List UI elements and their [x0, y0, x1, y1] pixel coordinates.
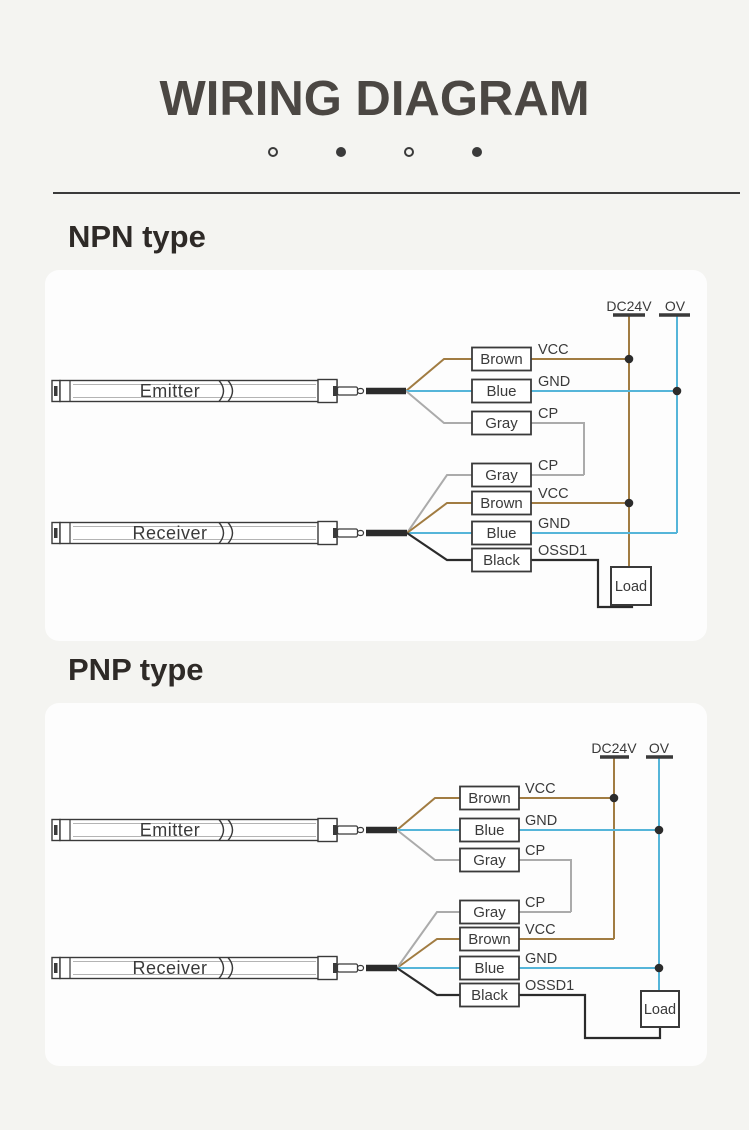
npn-receiver-brown-wire: [406, 502, 629, 534]
pnp-diagram: DC24V OV Emitter Receiver Brown VCC Blue…: [51, 740, 680, 1040]
npn-receiver-black-box: [471, 547, 532, 573]
pnp-emitter-label: Emitter: [140, 820, 201, 840]
pnp-receiver-ossd1-label: OSSD1: [525, 978, 574, 994]
pnp-emitter-gnd-label: GND: [525, 813, 557, 829]
pnp-receiver-cp-label: CP: [525, 895, 545, 911]
pnp-emitter-brown-box-label: Brown: [468, 790, 511, 807]
pnp-emitter-brown-wire: [396, 797, 614, 831]
pnp-vcc-junction-dot: [609, 793, 619, 803]
pager-dot-filled-icon: [471, 147, 482, 157]
pnp-receiver-vcc-label: VCC: [525, 922, 556, 938]
npn-emitter-blue-box-label: Blue: [486, 383, 516, 400]
npn-receiver-label: Receiver: [132, 523, 207, 543]
npn-emitter-label: Emitter: [140, 381, 201, 401]
npn-receiver-blue-box: [471, 520, 532, 546]
pnp-receiver-black-box: [459, 982, 520, 1008]
npn-receiver-blue-box-label: Blue: [486, 525, 516, 542]
pager-dots: [0, 147, 749, 157]
pnp-gnd-junction-dot: [654, 825, 664, 835]
pnp-receiver-gnd-junction-dot: [654, 963, 664, 973]
npn-receiver-gray-wire: [406, 474, 584, 534]
pnp-receiver-gray-wire: [396, 911, 571, 969]
pnp-emitter-blue-box-label: Blue: [474, 822, 504, 839]
pager-dot-hollow-icon: [267, 147, 278, 157]
pnp-receiver-brown-wire: [396, 938, 614, 969]
npn-emitter-cp-label: CP: [538, 406, 558, 422]
npn-emitter-brown-box: [471, 346, 532, 372]
pnp-receiver-black-wire: [396, 967, 662, 1040]
pnp-emitter-gray-box-label: Gray: [473, 852, 506, 869]
npn-emitter-gray-wire: [405, 390, 585, 475]
pnp-receiver-black-box-label: Black: [471, 987, 508, 1004]
npn-emitter-brown-box-label: Brown: [480, 351, 523, 368]
npn-receiver-ossd1-label: OSSD1: [538, 543, 587, 559]
pnp-receiver-sensor-graphic: [51, 955, 365, 981]
npn-emitter-brown-wire: [405, 358, 629, 392]
npn-receiver-brown-box: [471, 490, 532, 516]
npn-receiver-vcc-label: VCC: [538, 486, 569, 502]
npn-receiver-gray-box-label: Gray: [485, 467, 518, 484]
pnp-receiver-gnd-label: GND: [525, 951, 557, 967]
pnp-receiver-gray-box: [459, 899, 520, 925]
pnp-load-label: Load: [644, 1002, 676, 1018]
npn-gnd-junction-dot: [672, 386, 682, 396]
pager-dot-filled-icon: [335, 147, 346, 157]
pnp-receiver-brown-box-label: Brown: [468, 931, 511, 948]
pnp-emitter-vcc-label: VCC: [525, 781, 556, 797]
npn-heading: NPN type: [68, 219, 206, 254]
npn-receiver-gnd-label: GND: [538, 516, 570, 532]
npn-emitter-sensor-graphic: [51, 378, 365, 404]
pager-dot-hollow-icon: [403, 147, 414, 157]
npn-load-box: [610, 566, 652, 606]
npn-emitter-blue-box: [471, 378, 532, 404]
pnp-receiver-blue-box: [459, 955, 520, 981]
pnp-receiver-label: Receiver: [132, 958, 207, 978]
npn-load-label: Load: [615, 579, 647, 595]
pnp-emitter-blue-box: [459, 817, 520, 843]
page-title: WIRING DIAGRAM: [159, 72, 590, 126]
npn-receiver-sensor-graphic: [51, 520, 365, 546]
pnp-emitter-gray-wire: [396, 829, 572, 912]
npn-receiver-vcc-junction-dot: [624, 498, 634, 508]
separator-line: [53, 192, 740, 194]
pnp-heading: PNP type: [68, 652, 204, 687]
pnp-diagram-card: DC24V OV Emitter Receiver Brown VCC Blue…: [45, 703, 707, 1066]
pnp-emitter-gray-box: [459, 847, 520, 873]
npn-receiver-cp-label: CP: [538, 458, 558, 474]
npn-receiver-brown-box-label: Brown: [480, 495, 523, 512]
pnp-ov-label: OV: [649, 740, 670, 756]
npn-receiver-black-box-label: Black: [483, 552, 520, 569]
npn-diagram-card: DC24V OV Emitter Receiver Brown VCC Blue…: [45, 270, 707, 641]
pnp-emitter-sensor-graphic: [51, 817, 365, 843]
npn-dc24v-label: DC24V: [606, 298, 652, 314]
npn-diagram: DC24V OV Emitter Receiver Brown VCC Blue…: [51, 298, 690, 609]
pnp-emitter-brown-box: [459, 785, 520, 811]
npn-emitter-gnd-label: GND: [538, 374, 570, 390]
pnp-load-box: [640, 990, 680, 1028]
pnp-dc24v-label: DC24V: [591, 740, 637, 756]
npn-vcc-junction-dot: [624, 354, 634, 364]
npn-emitter-gray-box: [471, 410, 532, 436]
npn-emitter-gray-box-label: Gray: [485, 415, 518, 432]
npn-ov-label: OV: [665, 298, 686, 314]
pnp-receiver-gray-box-label: Gray: [473, 904, 506, 921]
pnp-emitter-cp-label: CP: [525, 843, 545, 859]
npn-emitter-vcc-label: VCC: [538, 342, 569, 358]
pnp-receiver-brown-box: [459, 926, 520, 952]
pnp-receiver-blue-box-label: Blue: [474, 960, 504, 977]
npn-receiver-gray-box: [471, 462, 532, 488]
